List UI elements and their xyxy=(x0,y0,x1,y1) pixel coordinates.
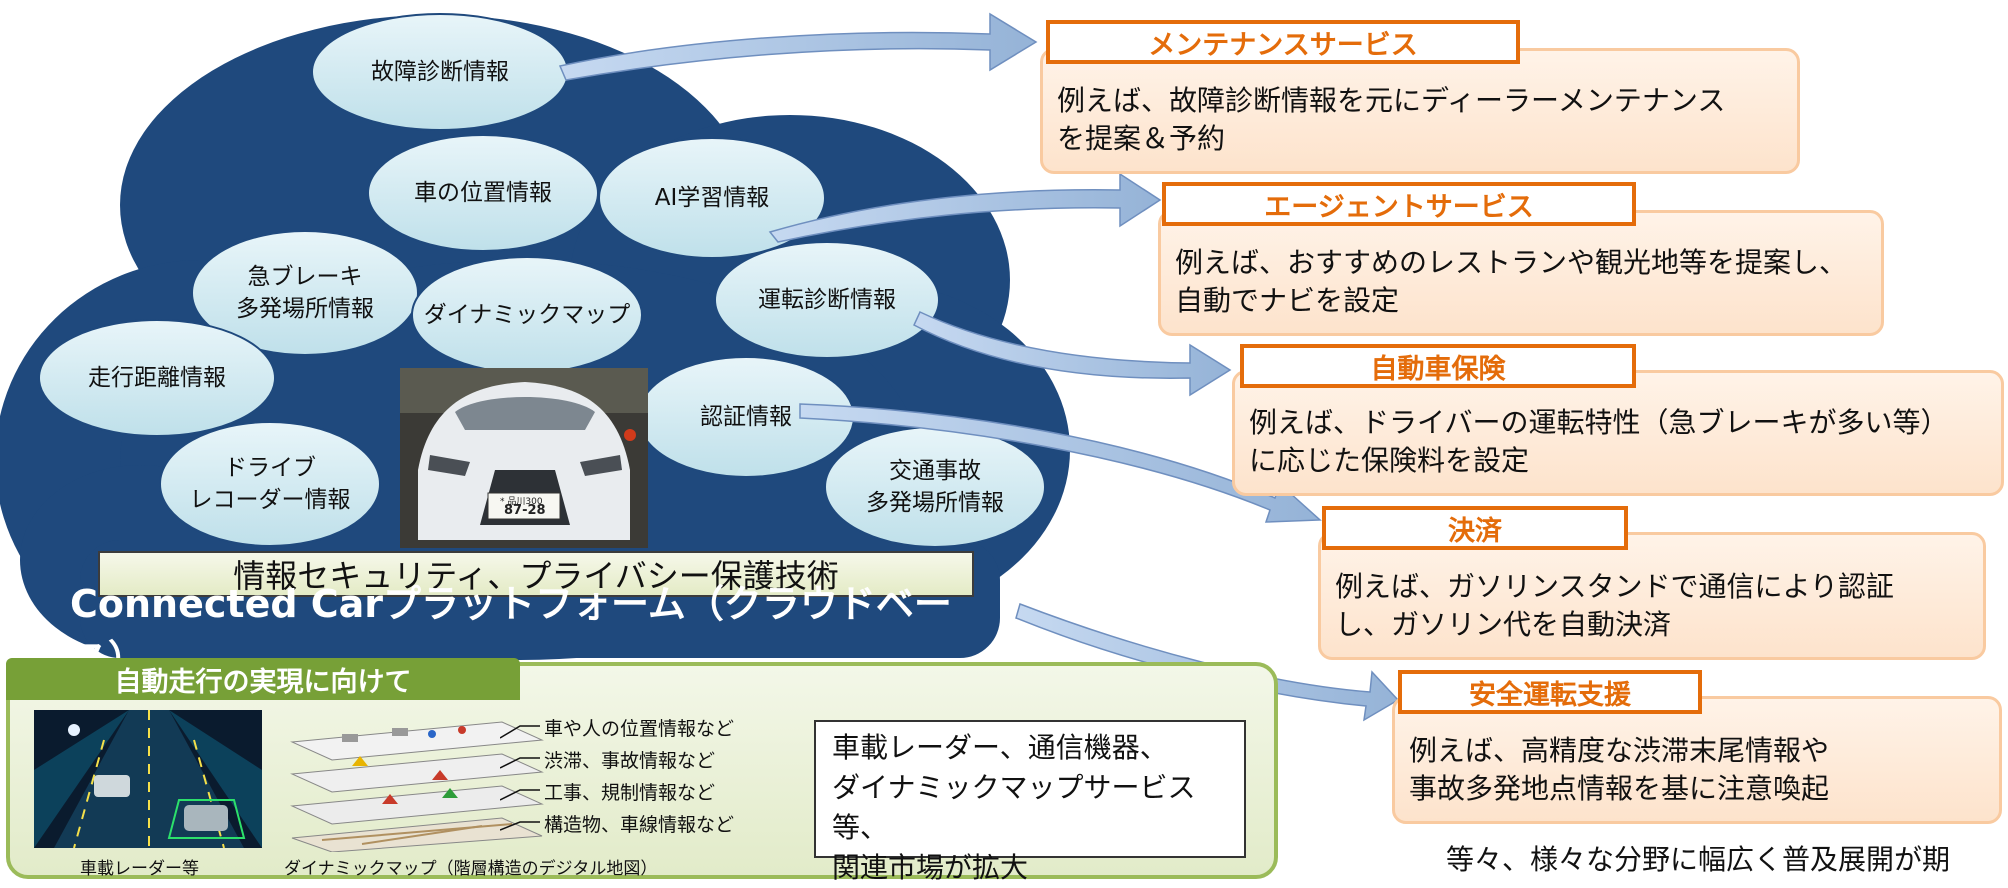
bubble-car-location xyxy=(367,134,599,252)
layer-label-3: 工事、規制情報など xyxy=(544,782,716,804)
service-desc-safe-driving: 例えば、高精度な渋滞末尾情報や 事故多発地点情報を基に注意喚起 xyxy=(1392,696,2002,824)
layer-label-1: 車や人の位置情報など xyxy=(544,718,735,740)
service-desc-maintenance: 例えば、故障診断情報を元にディーラーメンテナンス を提案＆予約 xyxy=(1040,48,1800,174)
bubble-mileage xyxy=(38,319,276,437)
bubble-label-dynamic-map: ダイナミックマップ xyxy=(423,302,631,328)
bubble-label-ai-learning: AI学習情報 xyxy=(654,185,770,211)
radar-image xyxy=(34,710,262,848)
footer-text: 等々、様々な分野に幅広く普及展開が期 xyxy=(1446,843,1951,876)
bubble-label-drive-recorder: ドライブ レコーダー情報 xyxy=(189,455,351,513)
market-expansion-note: 車載レーダー、通信機器、 ダイナミックマップサービス等、 関連市場が拡大 xyxy=(814,720,1246,884)
service-title-safe-driving: 安全運転支援 xyxy=(1398,670,1702,714)
dynamic-map-caption: ダイナミックマップ（階層構造のデジタル地図） xyxy=(284,859,658,879)
service-desc-insurance: 例えば、ドライバーの運転特性（急ブレーキが多い等） に応じた保険料を設定 xyxy=(1232,370,2004,496)
car-plate-number: 87-28 xyxy=(504,503,546,518)
bubble-sudden-brake xyxy=(191,230,419,356)
bubble-label-mileage: 走行距離情報 xyxy=(88,365,226,391)
service-title-insurance: 自動車保険 xyxy=(1240,344,1636,388)
arrow-to-agent xyxy=(768,172,1162,243)
bubble-label-driving-diagnosis: 運転診断情報 xyxy=(758,287,896,313)
platform-title: Connected Carプラットフォーム（クラウドベース） xyxy=(70,582,952,681)
service-desc-agent: 例えば、おすすめのレストランや観光地等を提案し、 自動でナビを設定 xyxy=(1158,210,1884,336)
arrow-to-safe-driving xyxy=(1015,603,1400,722)
bubble-drive-recorder xyxy=(159,421,381,547)
bubble-ai-learning xyxy=(598,137,826,259)
dynamic-map-image xyxy=(290,721,544,852)
bubble-label-sudden-brake: 急ブレーキ 多発場所情報 xyxy=(236,264,374,322)
bubble-label-traffic-accident: 交通事故 多発場所情報 xyxy=(866,458,1004,516)
radar-caption: 車載レーダー等 xyxy=(80,859,199,879)
service-title-agent: エージェントサービス xyxy=(1162,182,1636,226)
bubble-label-fault-diagnosis: 故障診断情報 xyxy=(371,59,509,85)
car-plate-small: * 品川300 xyxy=(500,497,543,507)
autonomous-driving-tab: 自動走行の実現に向けて xyxy=(6,658,520,700)
service-title-maintenance: メンテナンスサービス xyxy=(1046,20,1520,64)
bubble-driving-diagnosis xyxy=(714,241,940,359)
arrow-to-insurance xyxy=(913,310,1232,397)
car-photo xyxy=(400,368,648,548)
bubble-label-car-location: 車の位置情報 xyxy=(414,180,552,206)
service-title-payment: 決済 xyxy=(1322,506,1628,550)
layer-label-4: 構造物、車線情報など xyxy=(544,814,735,836)
service-desc-payment: 例えば、ガソリンスタンドで通信により認証 し、ガソリン代を自動決済 xyxy=(1318,532,1986,660)
security-technology-bar: 情報セキュリティ、プライバシー保護技術 xyxy=(98,551,974,597)
layer-label-2: 渋滞、事故情報など xyxy=(544,750,716,772)
arrow-to-maintenance xyxy=(558,12,1038,81)
layer-leader-lines xyxy=(500,725,540,831)
bubble-label-authentication: 認証情報 xyxy=(700,404,792,430)
arrow-to-payment xyxy=(799,403,1322,523)
